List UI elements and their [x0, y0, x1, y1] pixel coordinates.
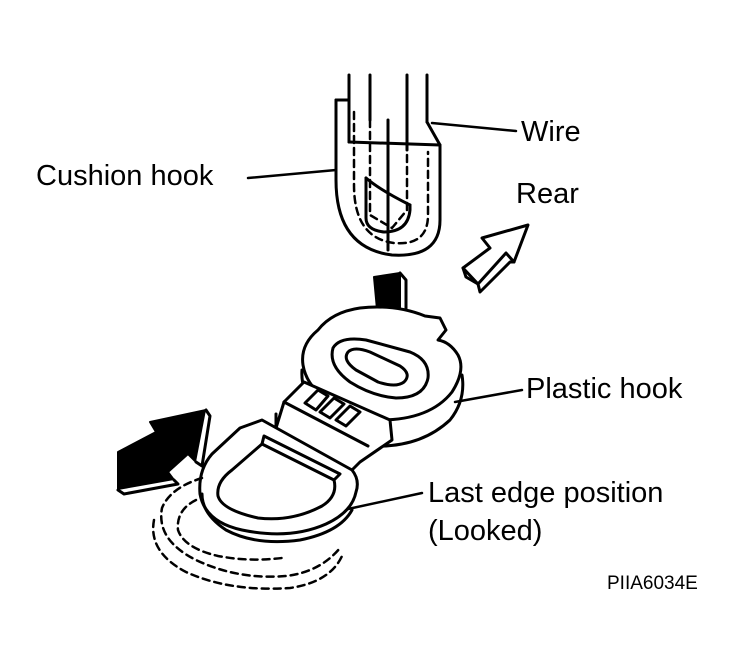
- last-edge-note: (Looked): [428, 515, 543, 547]
- plastic-hook-label: Plastic hook: [526, 373, 683, 405]
- rear-label: Rear: [516, 178, 579, 210]
- slide-arrow-icon: [116, 408, 212, 496]
- cushion-hook: [334, 73, 442, 257]
- figure-code: PIIA6034E: [607, 573, 698, 594]
- rear-arrow-icon: [461, 223, 530, 294]
- leader-lines: [246, 121, 524, 511]
- wire-label: Wire: [521, 116, 581, 148]
- last-edge-label: Last edge position: [428, 477, 664, 509]
- plastic-hook: [151, 305, 465, 590]
- cushion-hook-label: Cushion hook: [36, 160, 214, 192]
